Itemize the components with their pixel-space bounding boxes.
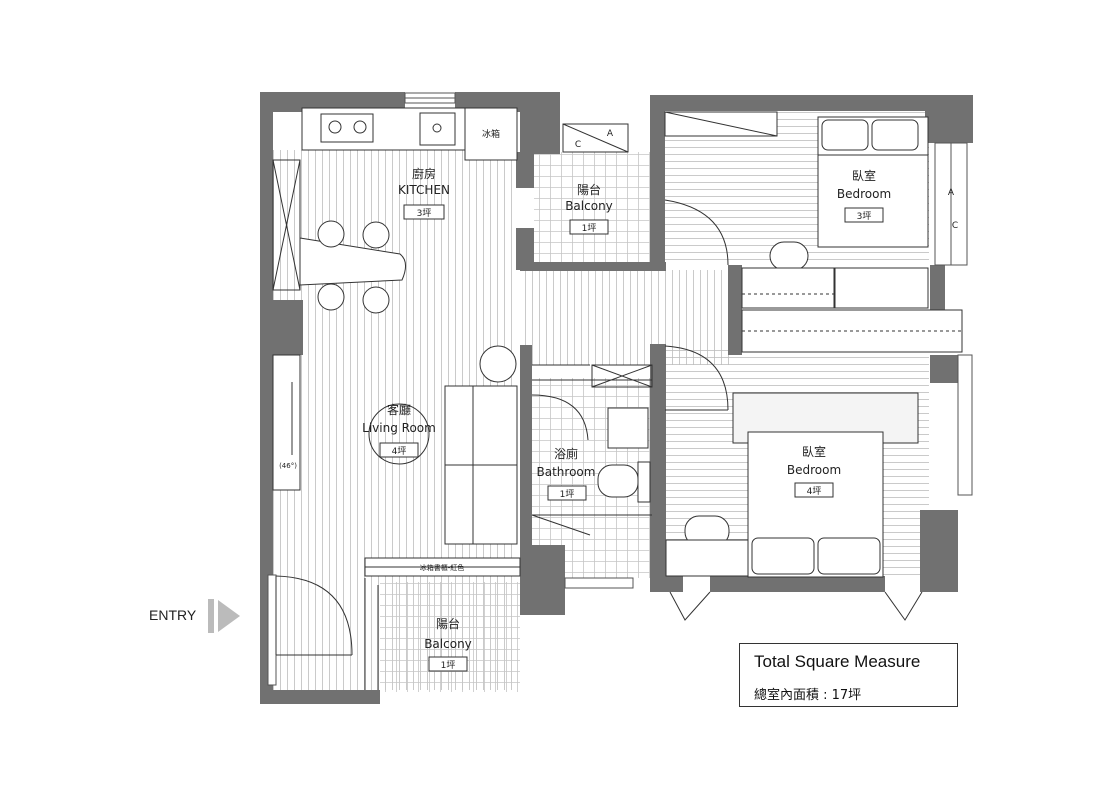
tv-angle-label: (46°) [279, 462, 297, 470]
balcony-ac-c: C [575, 140, 581, 150]
bathroom-name-zh: 浴廁 [554, 446, 578, 461]
walls [260, 92, 973, 704]
bedroom-top-name-zh: 臥室 [852, 168, 876, 183]
living-name-zh: 客廳 [387, 402, 411, 417]
kitchen-area: 3坪 [417, 208, 432, 219]
kitchen-name-en: KITCHEN [398, 183, 450, 197]
bathroom-area: 1坪 [560, 489, 575, 500]
legend-title: Total Square Measure [754, 652, 921, 671]
kitchen-name-zh: 廚房 [412, 166, 436, 181]
bedroom-top-name-en: Bedroom [837, 187, 891, 201]
balcony-ac-a: A [607, 129, 614, 139]
bedroom-bottom-name-en: Bedroom [787, 463, 841, 477]
living-name-en: Living Room [362, 421, 436, 435]
bedroom-ac-a: A [948, 188, 955, 198]
cabinet-note: 冰箱書櫃-紅色 [420, 563, 465, 572]
room-labels: 廚房 KITCHEN 3坪 陽台 Balcony 1坪 客廳 Living Ro… [362, 166, 891, 672]
fixture-labels: 冰箱 (46°) 冰箱書櫃-紅色 A C A C [279, 128, 958, 572]
bathroom-name-en: Bathroom [537, 465, 596, 479]
entry-label: ENTRY [149, 607, 197, 623]
fridge-label: 冰箱 [482, 128, 500, 140]
bedroom-top-area: 3坪 [857, 211, 872, 222]
bedroom-bottom-area: 4坪 [807, 486, 822, 497]
bedroom-ac-c: C [952, 221, 958, 231]
living-area: 4坪 [392, 446, 407, 457]
balcony-bottom-area: 1坪 [441, 660, 456, 671]
fixtures [208, 107, 963, 690]
area-legend: Total Square Measure 總室內面積 : 17坪 [739, 643, 958, 707]
balcony-bottom-name-en: Balcony [424, 637, 472, 651]
legend-total-area: 總室內面積 : 17坪 [754, 688, 862, 703]
balcony-top-name-en: Balcony [565, 199, 613, 213]
windows [267, 92, 973, 686]
balcony-bottom-name-zh: 陽台 [436, 616, 460, 631]
balcony-top-area: 1坪 [582, 223, 597, 234]
bedroom-bottom-name-zh: 臥室 [802, 444, 826, 459]
balcony-top-name-zh: 陽台 [577, 182, 601, 197]
floor-finishes [273, 112, 929, 692]
